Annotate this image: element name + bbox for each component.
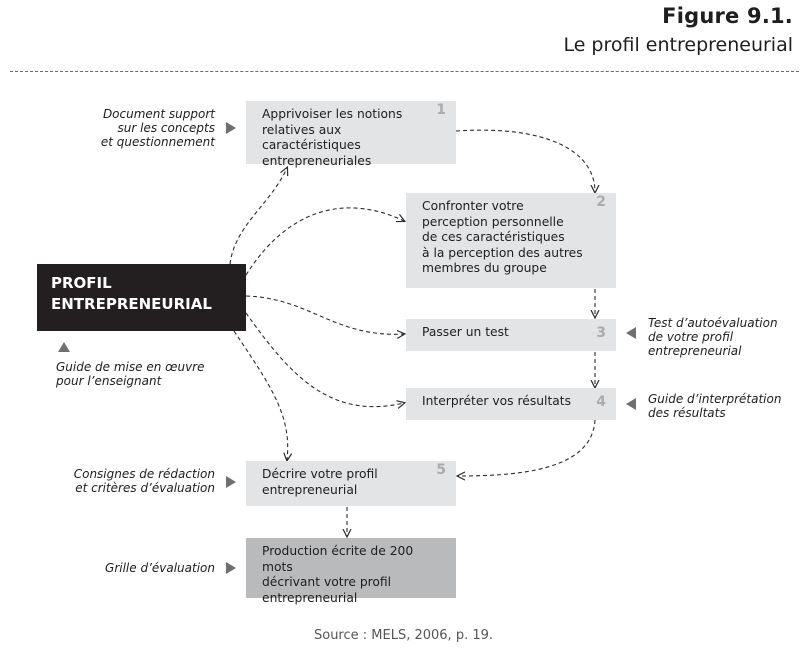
step-text-line: Décrire votre profil bbox=[262, 467, 378, 481]
triangle-up-icon bbox=[58, 342, 70, 352]
resource-line: et questionnement bbox=[100, 135, 215, 149]
step-text-line: entrepreneurial bbox=[262, 482, 358, 497]
step-3-box: 3 Passer un test bbox=[406, 319, 616, 351]
final-text-line: Production écrite de 200 mots bbox=[262, 544, 414, 574]
resource-line: Document support bbox=[102, 107, 215, 121]
resource-line: Test d’autoévaluation bbox=[648, 316, 778, 330]
arrow-profile-to-step3 bbox=[245, 295, 404, 334]
final-text-line: décrivant votre profil bbox=[262, 575, 392, 589]
arrow-profile-to-step4 bbox=[245, 312, 404, 407]
figure-source: Source : MELS, 2006, p. 19. bbox=[313, 628, 494, 643]
profile-box: PROFIL ENTREPRENEURIAL bbox=[37, 264, 246, 331]
step-2-box: 2 Confronter votre perception personnell… bbox=[406, 193, 616, 288]
resource-line: Guide d’interprétation bbox=[648, 392, 782, 406]
triangle-right-icon bbox=[226, 122, 236, 134]
resource-line: des résultats bbox=[648, 406, 726, 420]
resource-line: de votre profil bbox=[648, 330, 734, 344]
arrow-step1-to-step2 bbox=[455, 129, 595, 192]
resource-line: Grille d’évaluation bbox=[105, 561, 215, 575]
final-product-box: Production écrite de 200 mots décrivant … bbox=[246, 538, 456, 605]
triangle-right-icon bbox=[226, 562, 236, 574]
arrow-profile-to-step1 bbox=[229, 168, 287, 265]
resource-consignes: Consignes de rédaction et critères d’éva… bbox=[74, 467, 215, 495]
step-text-line: membres du groupe bbox=[422, 261, 547, 275]
arrow-step4-to-step5 bbox=[458, 419, 596, 476]
step-5-box: 5 Décrire votre profil entrepreneurial bbox=[246, 461, 456, 506]
step-text-line: relatives aux caractéristiques bbox=[262, 122, 361, 153]
step-number: 1 bbox=[436, 102, 446, 118]
resource-line: Consignes de rédaction bbox=[73, 467, 215, 481]
step-number: 4 bbox=[596, 394, 606, 410]
step-number: 2 bbox=[596, 194, 606, 210]
step-text-line: perception personnelle bbox=[422, 214, 564, 229]
triangle-left-icon bbox=[626, 327, 636, 339]
figure-title: Le profil entrepreneurial bbox=[563, 34, 793, 56]
resource-line: sur les concepts bbox=[117, 121, 216, 135]
resource-line: et critères d’évaluation bbox=[75, 481, 215, 495]
resource-document-support: Document support sur les concepts et que… bbox=[101, 107, 215, 149]
final-text-line: entrepreneurial bbox=[262, 590, 358, 605]
step-4-box: 4 Interpréter vos résultats bbox=[406, 388, 616, 420]
figure-number: Figure 9.1. bbox=[662, 4, 793, 28]
step-text-line: de ces caractéristiques bbox=[422, 230, 565, 244]
resource-test-autoevaluation: Test d’autoévaluation de votre profil en… bbox=[648, 316, 778, 358]
resource-line: pour l’enseignant bbox=[56, 374, 162, 388]
triangle-left-icon bbox=[626, 398, 636, 410]
step-text-line: Apprivoiser les notions bbox=[262, 107, 403, 121]
arrow-profile-to-step5 bbox=[233, 330, 288, 460]
header-divider bbox=[10, 71, 799, 72]
step-text-line: entrepreneuriales bbox=[262, 153, 372, 168]
step-1-box: 1 Apprivoiser les notions relatives aux … bbox=[246, 101, 456, 168]
step-text-line: Interpréter vos résultats bbox=[422, 394, 572, 408]
triangle-right-icon bbox=[226, 476, 236, 488]
resource-guide-mise-en-oeuvre: Guide de mise en œuvre pour l’enseignant bbox=[56, 360, 205, 388]
resource-line: entrepreneurial bbox=[648, 344, 742, 358]
arrow-profile-to-step2 bbox=[245, 207, 404, 276]
resource-line: Guide de mise en œuvre bbox=[56, 360, 205, 374]
resource-guide-interpretation: Guide d’interprétation des résultats bbox=[648, 392, 781, 420]
step-text-line: Confronter votre bbox=[422, 199, 524, 213]
step-number: 3 bbox=[596, 325, 606, 341]
step-number: 5 bbox=[436, 462, 446, 478]
step-text-line: à la perception des autres bbox=[422, 245, 583, 260]
resource-grille-evaluation: Grille d’évaluation bbox=[105, 561, 215, 575]
step-text-line: Passer un test bbox=[422, 325, 509, 339]
profile-label-line2: ENTREPRENEURIAL bbox=[51, 295, 212, 313]
profile-label-line1: PROFIL bbox=[51, 274, 112, 292]
